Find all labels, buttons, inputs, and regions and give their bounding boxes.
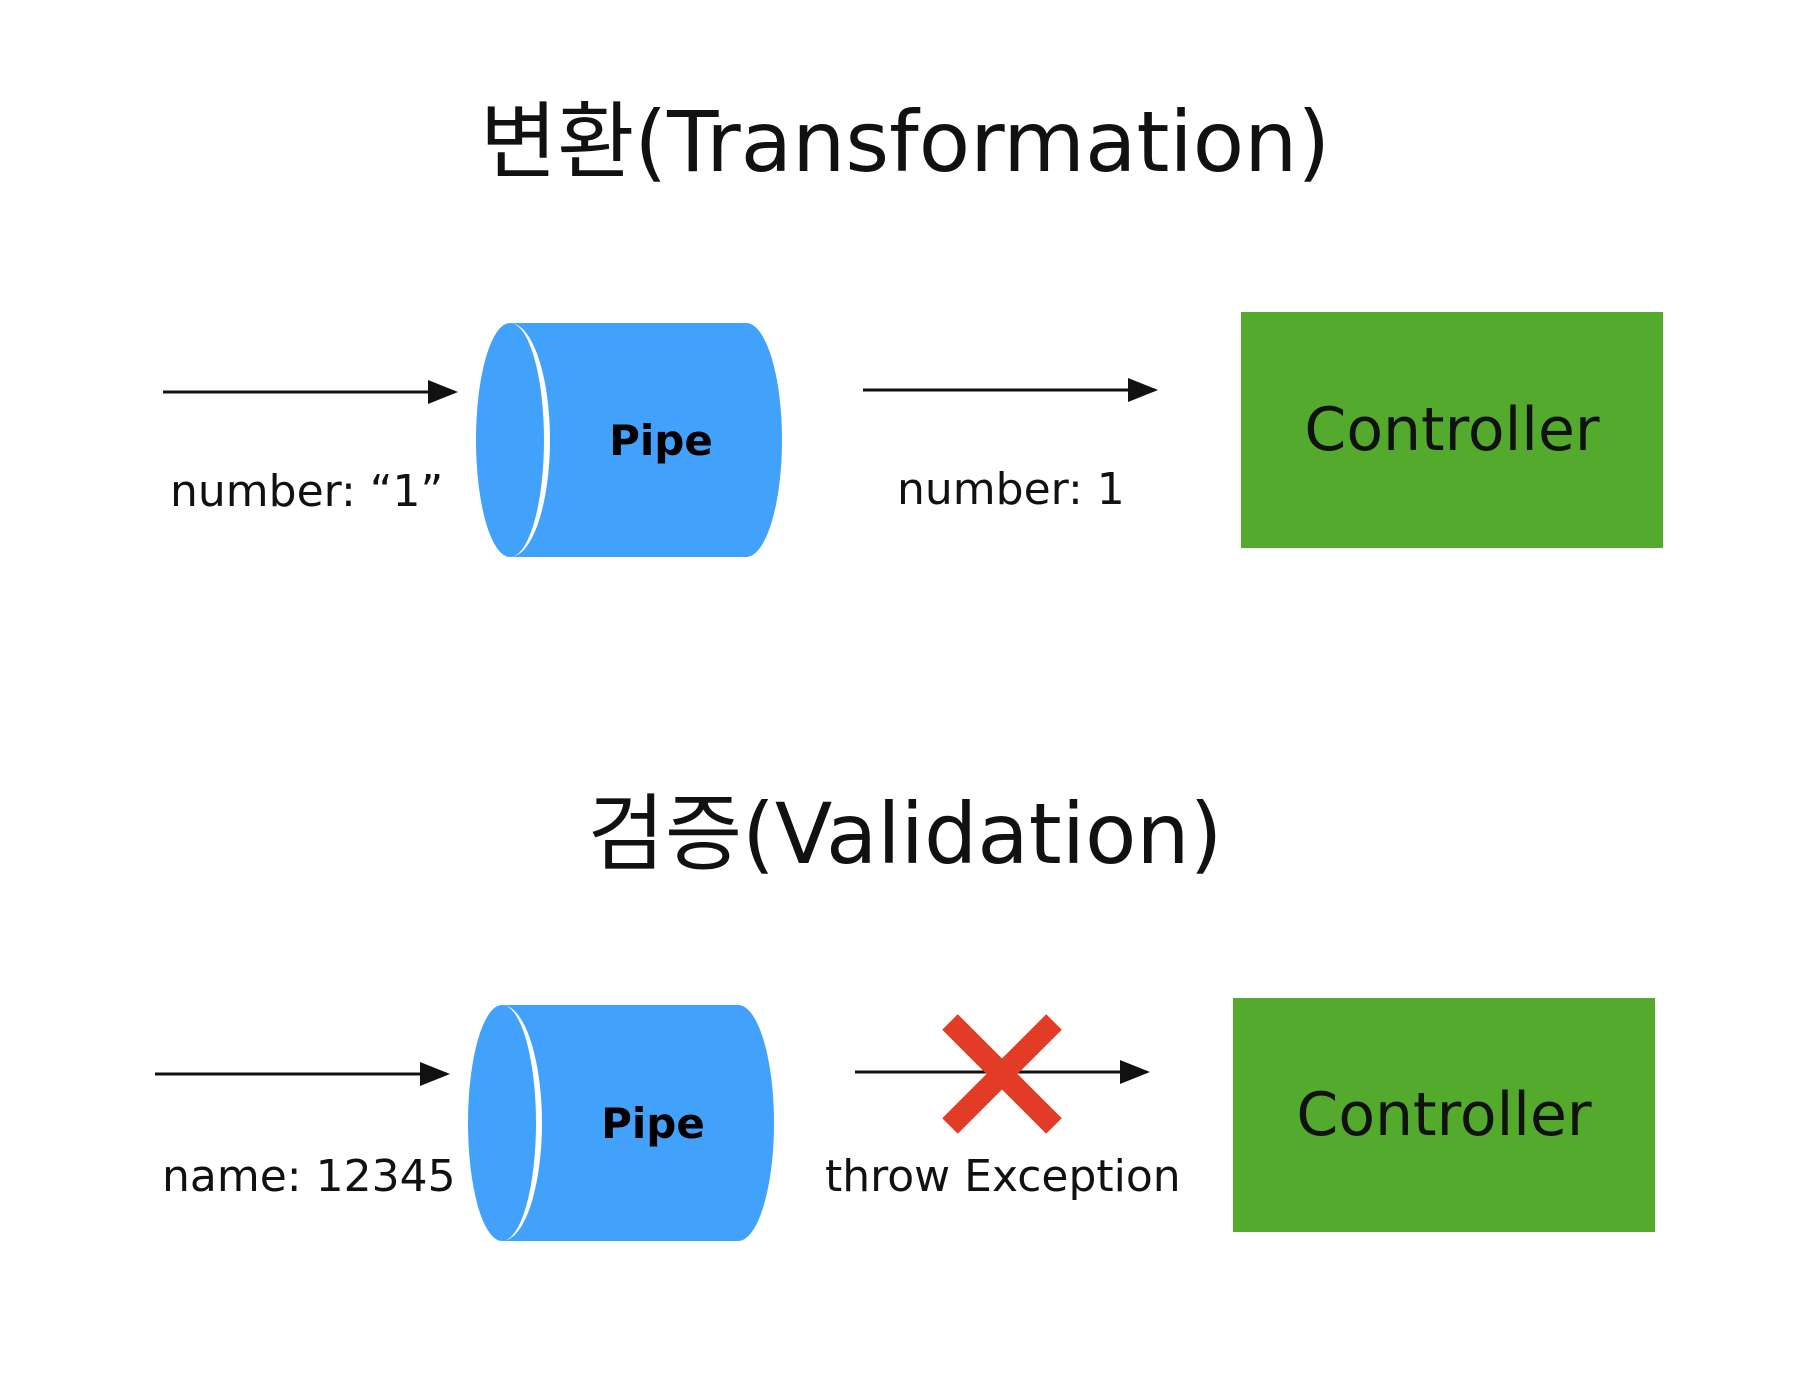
input-label-1: number: “1” <box>170 466 444 517</box>
output-label-2: throw Exception <box>825 1151 1181 1202</box>
controller-label-2: Controller <box>1296 1080 1592 1150</box>
controller-label-1: Controller <box>1304 395 1600 465</box>
cylinder-icon <box>502 1005 774 1241</box>
cylinder-icon <box>510 323 782 557</box>
controller-box-2: Controller <box>1233 998 1655 1232</box>
pipe-cylinder-2: Pipe <box>462 1005 774 1241</box>
input-label-2: name: 12345 <box>162 1151 456 1202</box>
x-mark-icon <box>942 1014 1062 1134</box>
controller-box-1: Controller <box>1241 312 1663 548</box>
transformation-title: 변환(Transformation) <box>479 93 1331 191</box>
output-label-1: number: 1 <box>897 464 1125 515</box>
pipe-label-2: Pipe <box>601 1099 705 1148</box>
pipe-cylinder-1: Pipe <box>470 323 782 557</box>
validation-title: 검증(Validation) <box>587 785 1223 883</box>
pipe-label-1: Pipe <box>609 416 713 465</box>
